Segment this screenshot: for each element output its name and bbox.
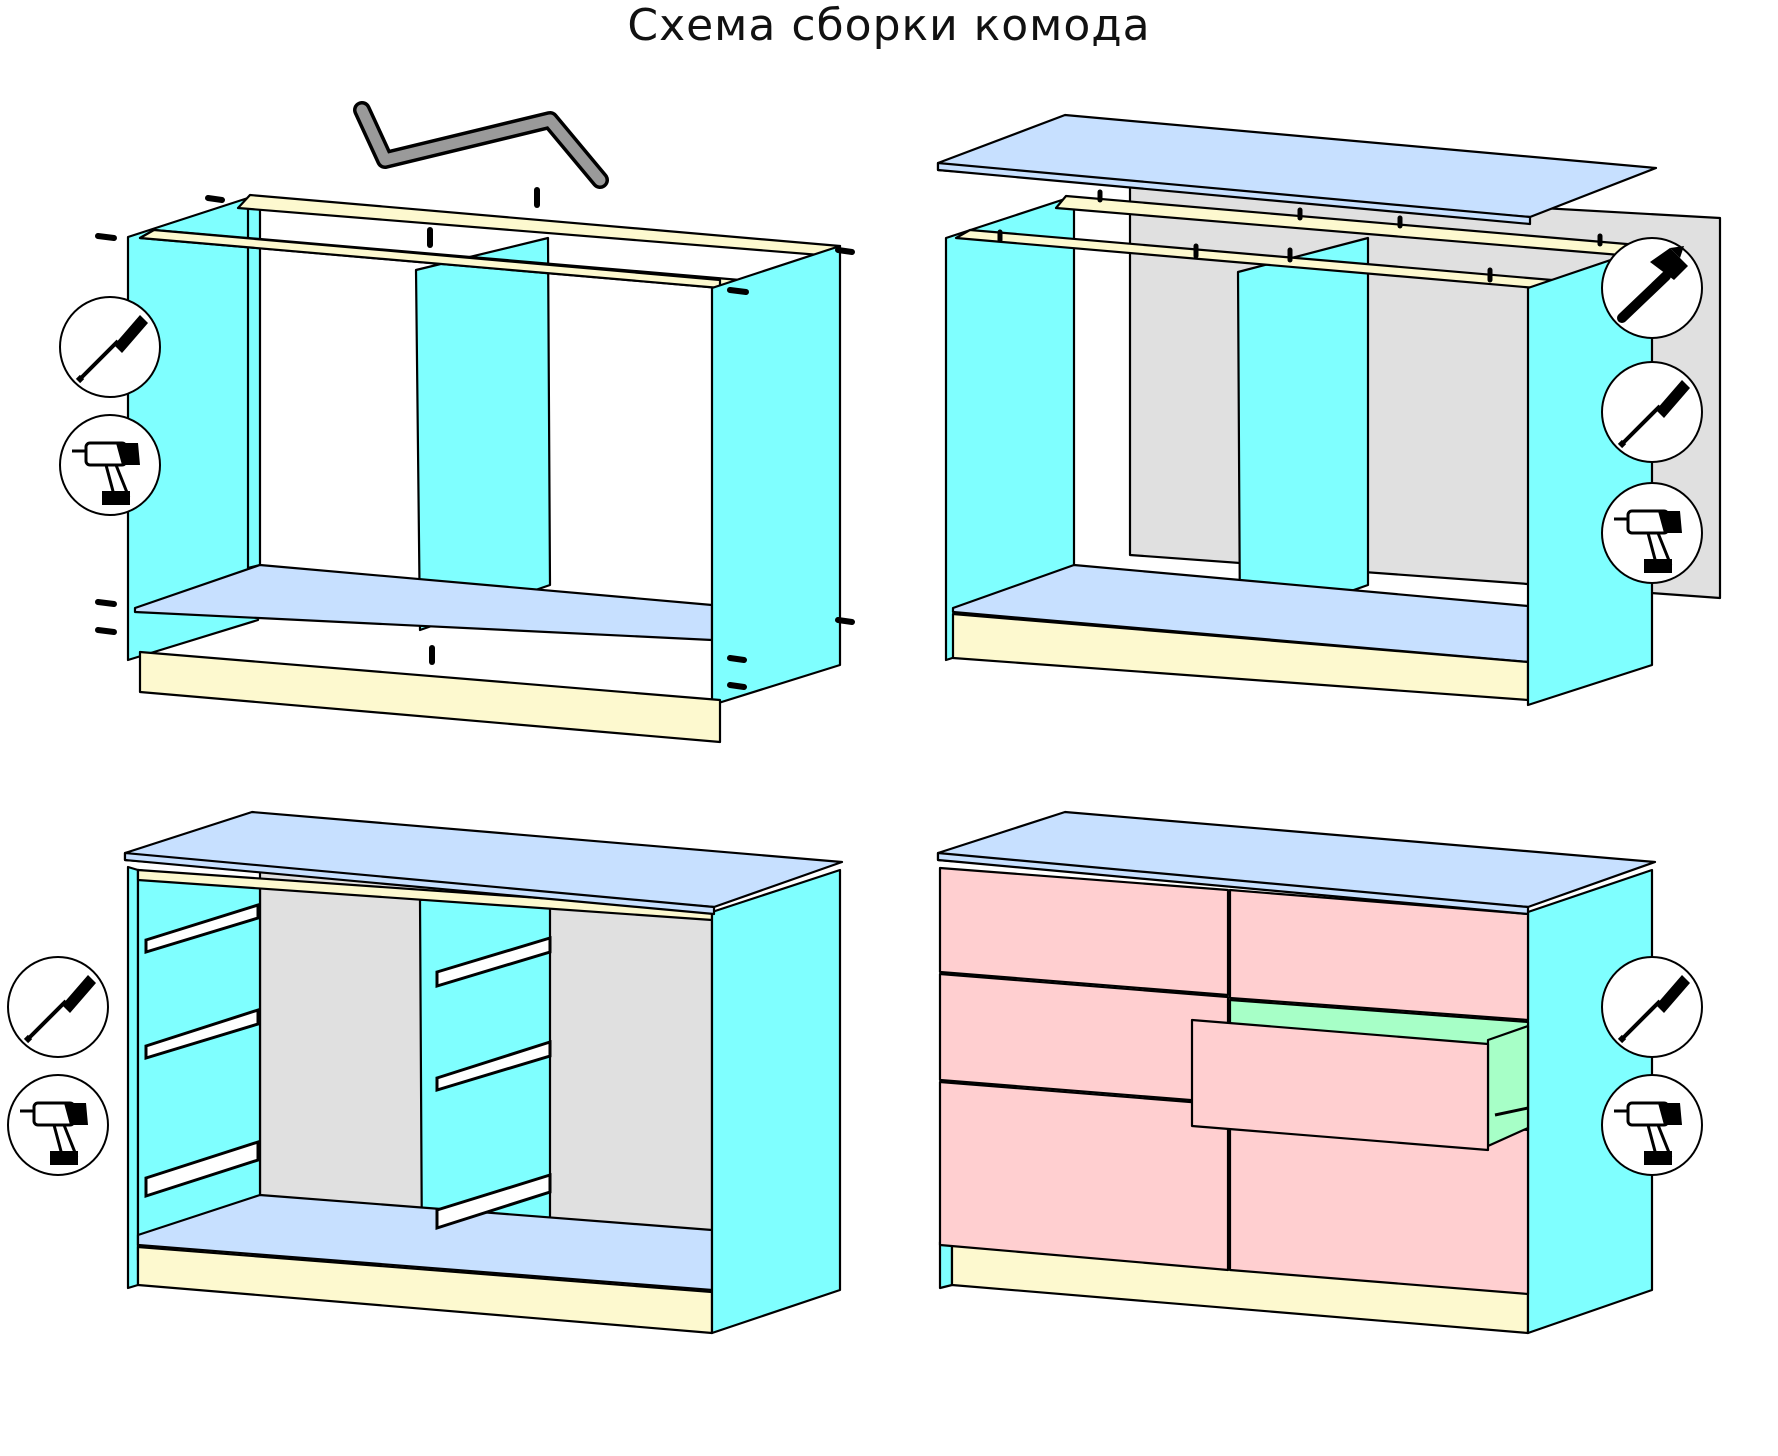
step-2-back-and-top: [936, 113, 1722, 707]
screwdriver-icon: [8, 957, 108, 1057]
drill-icon: [1600, 481, 1704, 585]
hex-key-icon: [353, 101, 609, 189]
drill-icon: [1600, 1073, 1704, 1177]
drill-icon: [6, 1073, 110, 1177]
diagram-title: Схема сборки комода: [627, 0, 1151, 51]
hammer-icon: [1602, 238, 1702, 338]
step-3-drawer-runners: [6, 810, 844, 1335]
screwdriver-icon: [1602, 957, 1702, 1057]
step-1-frame-assembly: [58, 101, 855, 744]
screwdriver-icon: [60, 297, 160, 397]
screwdriver-icon: [1602, 362, 1702, 462]
step-4-drawer-fronts: [936, 810, 1704, 1335]
drill-icon: [58, 413, 162, 517]
